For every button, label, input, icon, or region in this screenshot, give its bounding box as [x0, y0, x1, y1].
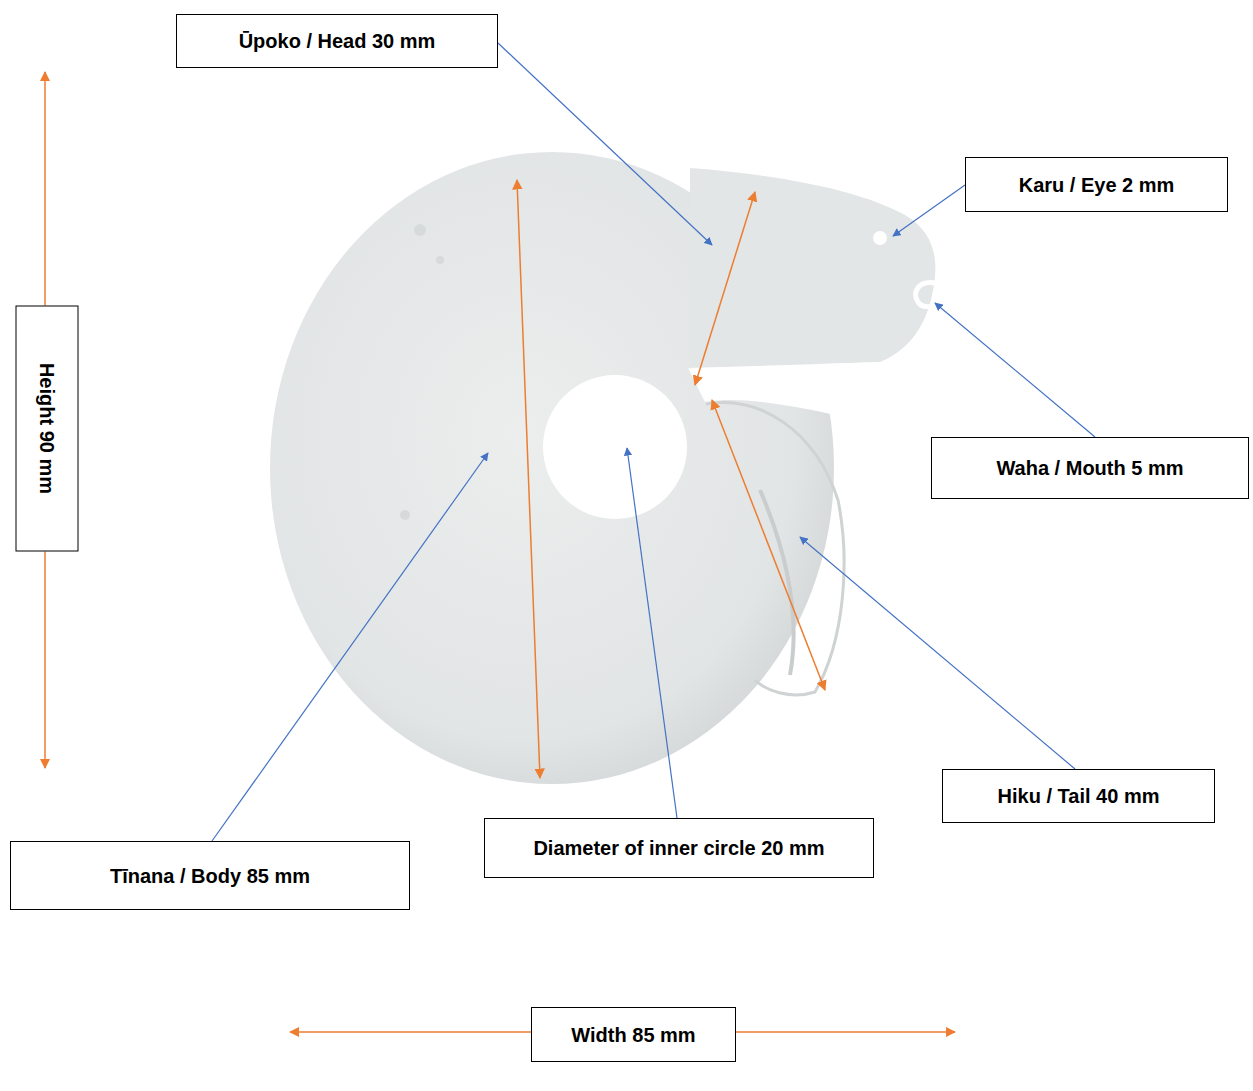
dimension-box: Width 85 mm: [531, 1007, 736, 1062]
label-box: Waha / Mouth 5 mm: [931, 437, 1249, 499]
dimension-box: Height 90 mm: [15, 305, 78, 551]
pendant-shape: [270, 152, 950, 784]
label-box: Ūpoko / Head 30 mm: [176, 14, 498, 68]
label-text: Width 85 mm: [571, 1023, 695, 1047]
label-text: Hiku / Tail 40 mm: [998, 784, 1160, 808]
label-box: Hiku / Tail 40 mm: [942, 769, 1215, 823]
label-text: Tīnana / Body 85 mm: [110, 864, 310, 888]
label-text: Ūpoko / Head 30 mm: [239, 29, 436, 53]
label-text: Waha / Mouth 5 mm: [996, 456, 1183, 480]
label-box: Tīnana / Body 85 mm: [10, 841, 410, 910]
label-text: Diameter of inner circle 20 mm: [533, 836, 824, 860]
label-text: Height 90 mm: [35, 362, 59, 493]
label-text: Karu / Eye 2 mm: [1019, 173, 1175, 197]
label-box: Karu / Eye 2 mm: [965, 157, 1228, 212]
label-box: Diameter of inner circle 20 mm: [484, 818, 874, 878]
